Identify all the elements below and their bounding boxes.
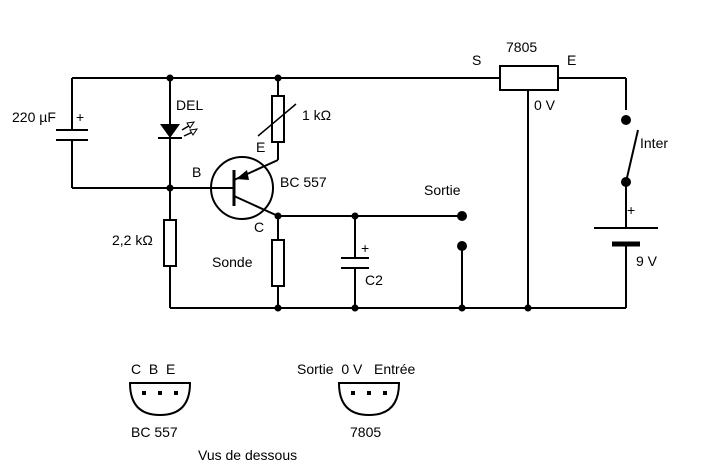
pinout-7805-package — [337, 382, 401, 417]
r1k-adjust-line — [257, 103, 297, 137]
label-cap1-plus: + — [76, 109, 84, 125]
led-arrowhead — [189, 128, 199, 136]
capacitor-c2 — [341, 257, 369, 269]
switch-contact-top — [621, 115, 631, 125]
label-battery-plus: + — [627, 202, 635, 218]
switch-inter — [621, 115, 639, 187]
label-c2-plus: + — [361, 240, 369, 256]
label-resistor-2k2: 2,2 kΩ — [112, 232, 153, 248]
junction-dot — [524, 304, 532, 312]
transistor-emitter-arrow — [236, 170, 249, 180]
resistor-1k — [257, 95, 297, 143]
label-transistor: BC 557 — [280, 174, 327, 190]
output-terminal-ground — [457, 241, 467, 251]
label-output: Sortie — [424, 182, 461, 198]
pinout-bc557-name: BC 557 — [131, 424, 178, 440]
label-transistor-b: B — [192, 164, 201, 180]
label-battery: 9 V — [636, 253, 658, 269]
pinout-7805-pin — [367, 391, 371, 395]
pinout-bc557: C B E BC 557 — [128, 361, 192, 440]
junction-dot — [274, 304, 282, 312]
labels: S 7805 E 0 V Inter + 9 V 220 µF + DEL 1 … — [12, 39, 668, 288]
pinout-7805-pin — [351, 391, 355, 395]
regulator-7805 — [499, 65, 559, 91]
probe-sonde — [271, 239, 285, 287]
pinout-7805: Sortie 0 V Entrée 7805 — [297, 361, 415, 440]
label-cap1: 220 µF — [12, 109, 56, 125]
wires — [71, 77, 627, 309]
output-terminal-signal — [457, 211, 467, 221]
junction-dot — [458, 304, 466, 312]
battery-9v — [594, 227, 658, 247]
resistor-2k2 — [163, 219, 177, 267]
label-transistor-c: C — [254, 219, 264, 235]
junction-dot — [351, 304, 359, 312]
transistor-bc557 — [210, 156, 279, 220]
label-regulator: 7805 — [506, 39, 537, 55]
label-inter: Inter — [640, 135, 668, 151]
switch-lever — [625, 129, 639, 183]
led-triangle — [160, 124, 180, 138]
label-c2: C2 — [365, 272, 383, 288]
pinout-caption: Vus de dessous — [198, 447, 297, 463]
pinout-bc557-pin — [142, 391, 146, 395]
transistor-collector-lead — [233, 195, 279, 217]
pinout-bc557-pins: C B E — [131, 361, 175, 377]
pinout-7805-name: 7805 — [350, 424, 381, 440]
pinout-7805-pins: Sortie 0 V Entrée — [297, 361, 415, 377]
pinout-7805-pin — [383, 391, 387, 395]
label-resistor-1k: 1 kΩ — [302, 107, 331, 123]
label-regulator-s: S — [472, 52, 481, 68]
transistor-body — [210, 156, 274, 220]
led-arrowhead — [186, 121, 196, 129]
junction-dot — [274, 74, 282, 82]
label-probe: Sonde — [212, 254, 253, 270]
label-regulator-0v: 0 V — [534, 97, 556, 113]
capacitor-220uf — [56, 129, 88, 141]
junction-dot — [351, 212, 359, 220]
led-del — [158, 121, 199, 139]
label-led: DEL — [176, 97, 203, 113]
label-transistor-e: E — [256, 139, 265, 155]
junction-dot — [166, 184, 174, 192]
label-regulator-e: E — [567, 52, 576, 68]
junction-dot — [166, 74, 174, 82]
pinout-bc557-pin — [158, 391, 162, 395]
pinout-bc557-pin — [174, 391, 178, 395]
junctions — [166, 74, 532, 312]
pinout-bc557-package — [128, 382, 192, 417]
